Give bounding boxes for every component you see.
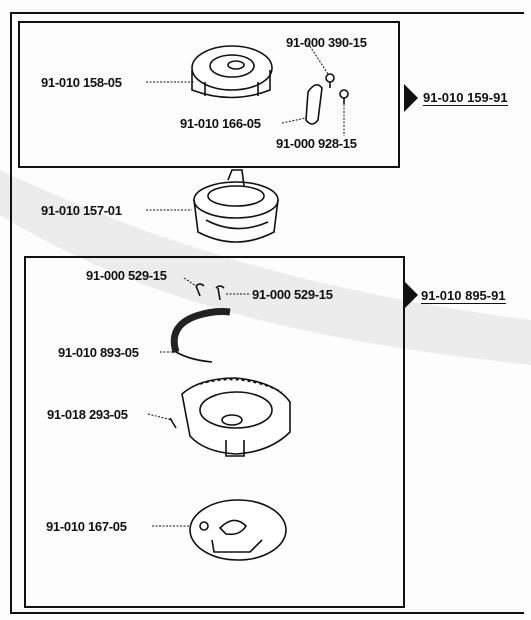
part-label-bobbin-cover: 91-010 158-05 [41,75,122,90]
bobbin-case-drawing [181,377,291,457]
assembly-ref-bottom: 91-010 895-91 [421,288,506,304]
bobbin-cover-drawing [191,45,273,99]
small-pin-drawing [169,417,177,429]
part-label-bobbin-plate: 91-010 167-05 [46,519,127,534]
part-label-hook-body: 91-010 157-01 [41,203,122,218]
ref-arrow-top [404,84,418,112]
spring-and-screws-drawing [305,73,349,125]
part-label-screw-top: 91-000 390-15 [286,35,367,50]
assembly-box-bottom [24,256,405,608]
assembly-ref-top: 91-010 159-91 [423,90,508,106]
part-label-spring: 91-010 166-05 [180,116,261,131]
assembly-box-top [18,21,400,168]
part-label-screw-left: 91-000 529-15 [86,268,167,283]
part-label-pin: 91-018 293-05 [47,407,128,422]
outer-frame [10,12,524,614]
hook-body-drawing [193,169,279,243]
part-label-retaining-ring: 91-010 893-05 [58,345,139,360]
part-label-screw-lower: 91-000 928-15 [276,136,357,151]
ref-arrow-bottom [404,281,418,309]
retaining-ring-drawing [170,308,231,363]
bobbin-plate-drawing [189,499,287,561]
part-label-screw-right: 91-000 529-15 [252,287,333,302]
screws-drawing [195,283,225,301]
